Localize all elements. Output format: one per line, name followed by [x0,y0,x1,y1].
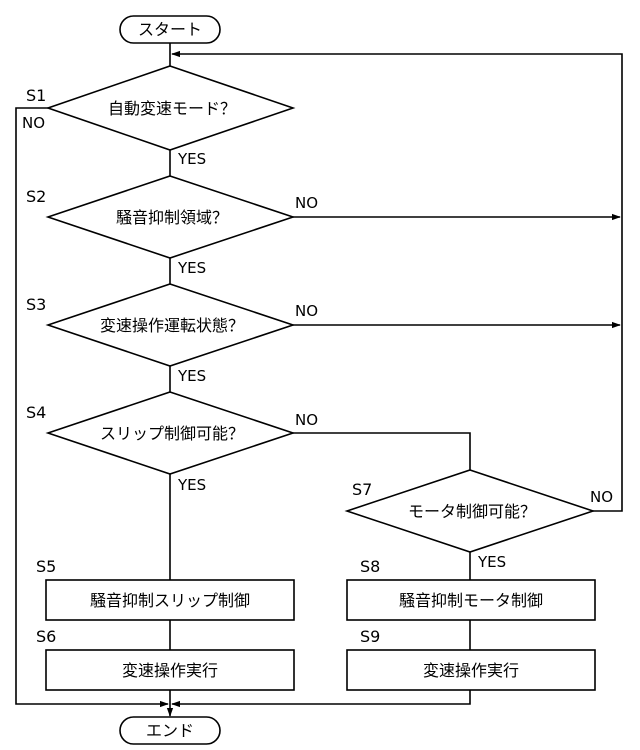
step-label-s1: S1 [26,86,46,105]
decision-s7 [344,469,596,553]
step-label-s2: S2 [26,187,46,206]
yes-label-s3: YES [177,367,206,385]
connector-s7-no [171,50,623,512]
process-s6 [45,649,295,691]
end-label: エンド [146,721,194,740]
connector-s4-no [293,432,471,470]
step-label-s6: S6 [36,627,56,646]
decision-s1-label: 自動変速モード？ [108,99,236,118]
step-label-s9: S9 [360,627,380,646]
process-s9 [346,649,596,691]
process-s6-label: 変速操作実行 [122,661,218,680]
connector-s9-end [171,690,471,708]
decision-s4-label: スリップ制御可能？ [100,424,244,443]
decision-s1 [45,65,296,151]
start-label: スタート [138,20,202,39]
decision-s4 [45,391,296,475]
process-s9-label: 変速操作実行 [423,661,519,680]
step-label-s8: S8 [360,557,380,576]
no-label-s4: NO [295,411,318,429]
step-label-s7: S7 [352,480,372,499]
decision-s3-label: 変速操作運転状態？ [100,316,244,335]
step-label-s5: S5 [36,557,56,576]
yes-label-s7: YES [477,553,506,571]
step-label-s4: S4 [26,403,46,422]
decision-s7-label: モータ制御可能？ [408,502,536,521]
connector-s1-no [15,107,169,708]
yes-label-s4: YES [177,476,206,494]
decision-s3 [45,283,296,367]
end-terminal [119,716,221,745]
process-s8 [346,579,596,621]
decision-s2-label: 騒音抑制領域？ [116,208,228,227]
no-label-s3: NO [295,302,318,320]
no-label-s7: NO [590,488,613,506]
process-s8-label: 騒音抑制モータ制御 [399,591,543,610]
process-s5 [45,579,295,621]
process-s5-label: 騒音抑制スリップ制御 [90,591,250,610]
decision-s2 [45,175,296,259]
step-label-s3: S3 [26,295,46,314]
start-terminal [119,15,221,44]
yes-label-s1: YES [177,150,206,168]
yes-label-s2: YES [177,259,206,277]
no-label-s2: NO [295,194,318,212]
no-label-s1: NO [22,114,45,132]
